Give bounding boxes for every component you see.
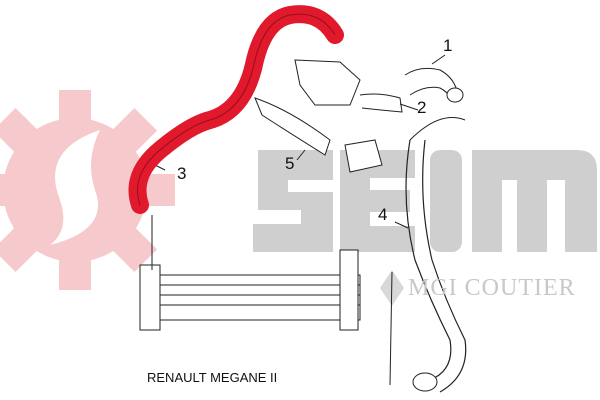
line-art-parts [139, 54, 467, 393]
callout-1: 1 [443, 36, 453, 55]
vehicle-caption: RENAULT MEGANE II [147, 370, 278, 385]
callout-4: 4 [378, 205, 388, 224]
seim-letters-logo [253, 150, 597, 252]
seim-gear-logo [0, 90, 175, 290]
mgi-coutier-logo-text: MGI COUTIER [408, 275, 576, 301]
callout-2: 2 [417, 98, 427, 117]
callout-3: 3 [177, 164, 187, 183]
highlighted-hose-3 [128, 5, 344, 214]
callout-5: 5 [285, 154, 295, 173]
